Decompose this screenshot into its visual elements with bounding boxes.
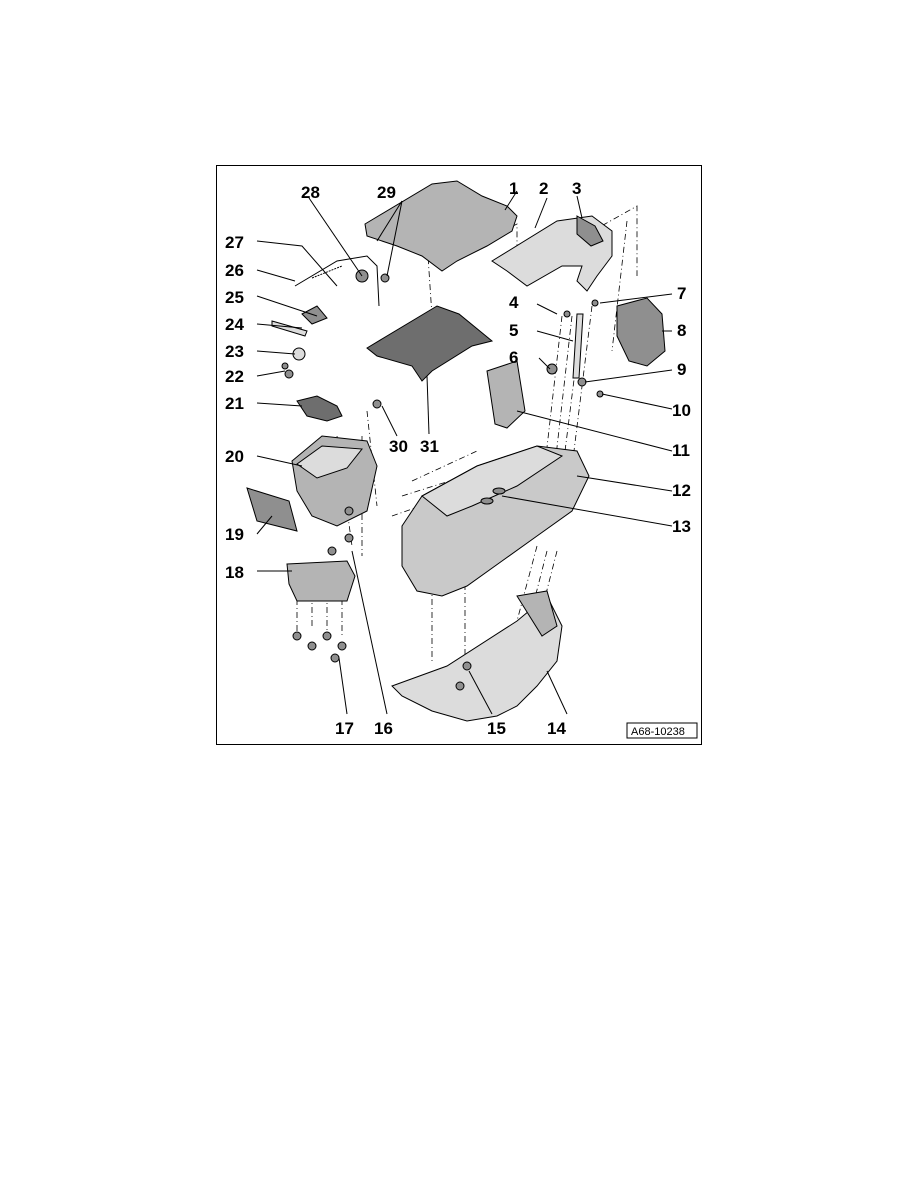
cover-plate [246, 487, 298, 532]
callout-11: 11 [672, 441, 690, 460]
callout-13: 13 [672, 517, 691, 536]
callout-1: 1 [509, 179, 518, 198]
callout-22: 22 [225, 367, 244, 386]
exploded-parts-diagram: 1 2 3 4 5 6 7 8 9 10 11 12 13 14 15 16 1… [216, 165, 702, 745]
callout-30: 30 [389, 437, 408, 456]
callout-5: 5 [509, 321, 518, 340]
callout-27: 27 [225, 233, 244, 252]
diagram-canvas: 1 2 3 4 5 6 7 8 9 10 11 12 13 14 15 16 1… [225, 179, 698, 739]
lever-rod [271, 320, 308, 337]
storage-mat [366, 305, 494, 382]
callout-17: 17 [335, 719, 354, 738]
mounting-frame-leg [516, 590, 558, 637]
callout-25: 25 [225, 288, 244, 307]
callout-20: 20 [225, 447, 244, 466]
callout-10: 10 [672, 401, 691, 420]
mesh-pocket [486, 360, 526, 429]
callout-3: 3 [572, 179, 581, 198]
cupholder-insert [296, 395, 343, 422]
reference-code: A68-10238 [631, 726, 685, 738]
callout-28: 28 [301, 183, 320, 202]
mounting-frame [391, 595, 563, 722]
tension-spring [311, 265, 343, 279]
callout-14: 14 [547, 719, 566, 738]
callout-19: 19 [225, 525, 244, 544]
hinge-pin [576, 215, 604, 247]
cupholder-bracket [286, 560, 356, 602]
leader-lines [256, 190, 673, 715]
callout-31: 31 [420, 437, 439, 456]
console-mount-point [480, 497, 494, 505]
side-cover-panel [616, 297, 666, 367]
callout-4: 4 [509, 293, 519, 312]
reference-code-box: A68-10238 [626, 722, 698, 739]
console-mount-point [492, 487, 506, 495]
release-cable [294, 255, 380, 307]
callout-23: 23 [225, 342, 244, 361]
callout-2: 2 [539, 179, 548, 198]
callout-18: 18 [225, 563, 244, 582]
console-lid-area [421, 445, 564, 517]
callout-7: 7 [677, 284, 686, 303]
callout-labels: 1 2 3 4 5 6 7 8 9 10 11 12 13 14 15 16 1… [225, 179, 691, 738]
callout-8: 8 [677, 321, 686, 340]
callout-9: 9 [677, 360, 686, 379]
gas-strut [572, 313, 584, 379]
callout-12: 12 [672, 481, 691, 500]
callout-15: 15 [487, 719, 506, 738]
armrest-cover [364, 180, 518, 272]
callout-6: 6 [509, 348, 518, 367]
callout-24: 24 [225, 315, 244, 334]
callout-26: 26 [225, 261, 244, 280]
cupholder-opening [296, 445, 363, 479]
callout-16: 16 [374, 719, 393, 738]
callout-21: 21 [225, 394, 244, 413]
callout-29: 29 [377, 183, 396, 202]
